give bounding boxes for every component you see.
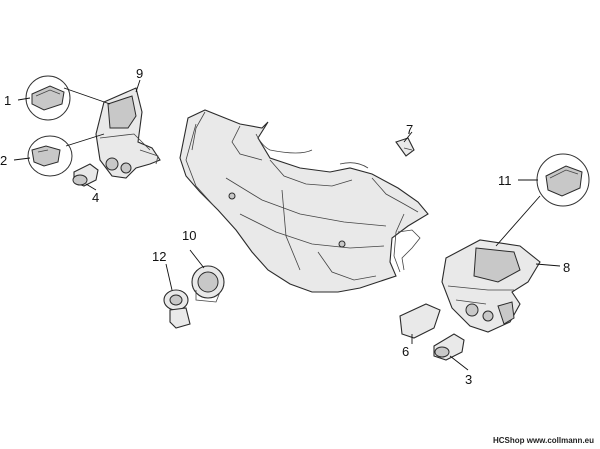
callout-10: 10 bbox=[182, 228, 196, 243]
screw-hole bbox=[338, 240, 346, 248]
callout-1: 1 bbox=[4, 93, 11, 108]
bulb-socket-right bbox=[433, 333, 465, 361]
lens-part bbox=[399, 303, 441, 339]
handlebar-cover bbox=[179, 109, 429, 293]
callout-4: 4 bbox=[92, 190, 99, 205]
small-bulb bbox=[395, 137, 415, 157]
callout-8: 8 bbox=[563, 260, 570, 275]
right-switch-cap-bubble bbox=[536, 153, 590, 207]
bulb-socket-left bbox=[72, 163, 99, 187]
ignition-lock bbox=[163, 289, 191, 329]
leader-lines bbox=[13, 79, 561, 371]
footer-watermark: HCShop www.collmann.eu bbox=[492, 436, 594, 445]
callout-12: 12 bbox=[152, 249, 166, 264]
callout-3: 3 bbox=[465, 372, 472, 387]
callout-9: 9 bbox=[136, 66, 143, 81]
callout-6: 6 bbox=[402, 344, 409, 359]
callout-7: 7 bbox=[406, 122, 413, 137]
callout-2: 2 bbox=[0, 153, 7, 168]
screw-hole bbox=[228, 192, 236, 200]
switch-cap-bubble bbox=[25, 75, 71, 121]
right-switch-housing bbox=[441, 239, 541, 333]
small-switch-bubble bbox=[27, 135, 73, 177]
lock-ring bbox=[191, 265, 225, 303]
left-switch-housing bbox=[95, 87, 161, 179]
callout-11: 11 bbox=[498, 173, 512, 188]
